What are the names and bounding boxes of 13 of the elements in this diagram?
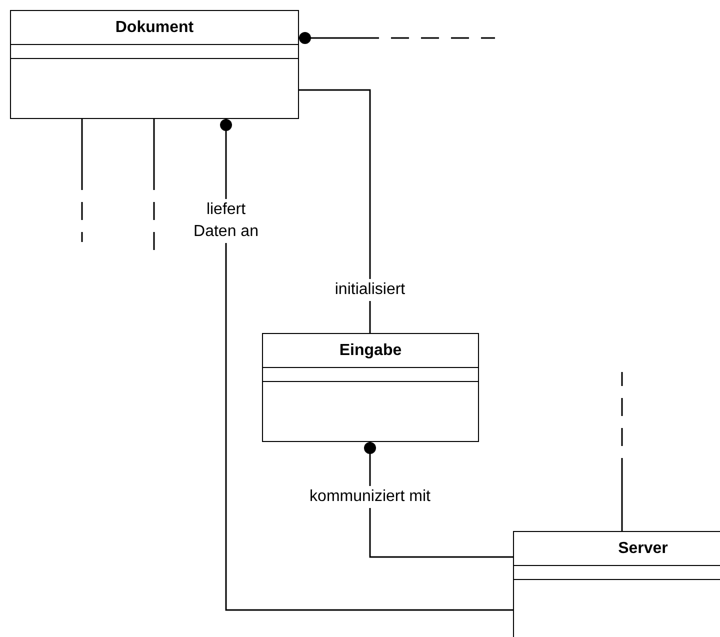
- class-box: [10, 10, 299, 119]
- association-line: [220, 119, 513, 611]
- association-line: [299, 32, 495, 44]
- class-name: Dokument: [115, 20, 194, 36]
- edge-label: initialisiert: [332, 279, 408, 301]
- association-line: [364, 442, 513, 558]
- association-line: [299, 89, 371, 333]
- association-line: [81, 119, 83, 242]
- class-name: Server: [618, 540, 668, 556]
- class-box: [262, 333, 479, 442]
- edge-label: kommuniziert mit: [308, 486, 432, 508]
- class-name: Eingabe: [339, 342, 402, 358]
- association-line: [621, 372, 623, 531]
